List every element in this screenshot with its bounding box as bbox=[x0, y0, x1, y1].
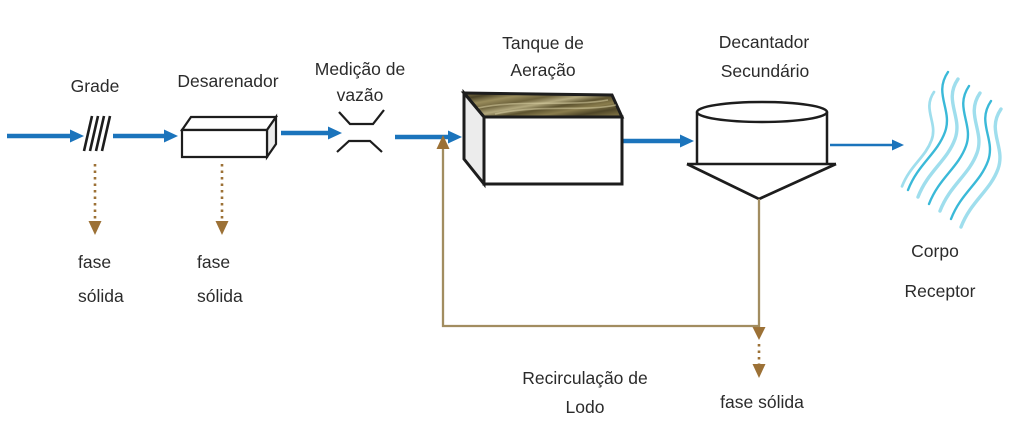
recirculation-label-line2: Lodo bbox=[566, 397, 605, 417]
solid-phase-grade-label-line2: sólida bbox=[78, 286, 124, 306]
flow-meter-icon bbox=[336, 109, 385, 153]
clarifier-label-line2: Secundário bbox=[721, 61, 810, 81]
flow-arrow-grade-to-desarenador bbox=[113, 129, 178, 143]
solid-phase-clarifier-label: fase sólida bbox=[720, 392, 804, 412]
receiving-body-label-line2: Receptor bbox=[904, 281, 975, 301]
solid-phase-arrow-desarenador bbox=[215, 164, 229, 235]
desarenador-box bbox=[179, 113, 279, 161]
recirculation-label-line1: Recirculação de bbox=[522, 368, 647, 388]
effluent-flow-arrow bbox=[830, 139, 904, 151]
flow-meter-label-line1: Medição de bbox=[315, 59, 405, 79]
aeration-tank bbox=[460, 88, 625, 189]
solid-phase-desarenador-label-line2: sólida bbox=[197, 286, 243, 306]
flow-arrow-tank-to-clarifier bbox=[623, 134, 694, 148]
clarifier-label-line1: Decantador bbox=[719, 32, 810, 52]
flow-meter-label-line2: vazão bbox=[337, 85, 384, 105]
aeration-tank-label-line1: Tanque de bbox=[502, 33, 584, 53]
influent-flow-arrow bbox=[7, 129, 84, 143]
aeration-tank-label-line2: Aeração bbox=[510, 60, 575, 80]
tank-surface-streaks bbox=[477, 99, 617, 115]
receiving-water-icon bbox=[900, 70, 1003, 229]
solid-phase-arrow-clarifier bbox=[752, 327, 766, 378]
receiving-body-label-line1: Corpo bbox=[911, 241, 959, 261]
flow-arrow-desarenador-to-flowmeter bbox=[281, 126, 342, 140]
solid-phase-grade-label-line1: fase bbox=[78, 252, 111, 272]
grade-icon bbox=[82, 115, 112, 152]
grade-label: Grade bbox=[71, 76, 120, 96]
solid-phase-desarenador-label-line1: fase bbox=[197, 252, 230, 272]
desarenador-label: Desarenador bbox=[177, 71, 278, 91]
sludge-recirculation-line bbox=[436, 135, 761, 328]
flow-arrow-flowmeter-to-tank bbox=[395, 130, 462, 144]
secondary-clarifier bbox=[686, 100, 837, 201]
solid-phase-arrow-grade bbox=[88, 164, 102, 235]
